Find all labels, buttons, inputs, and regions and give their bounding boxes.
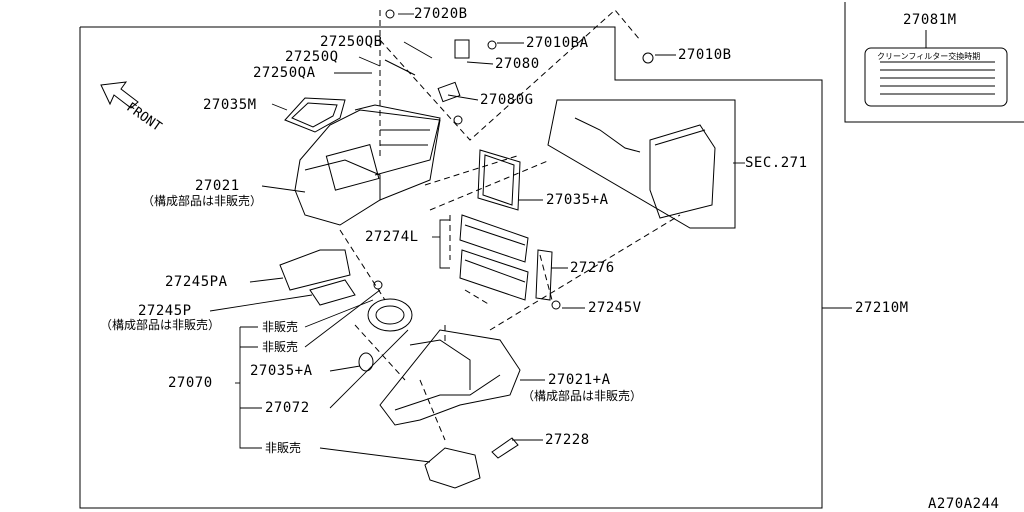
label-27020B: 27020B (414, 6, 468, 22)
label-27250QA: 27250QA (253, 65, 316, 81)
note-27245P: （構成部品は非販売） (100, 318, 221, 332)
label-27080: 27080 (495, 56, 540, 72)
not-for-sale-1: 非販売 (262, 320, 299, 334)
note-27021A: （構成部品は非販売） (522, 389, 643, 403)
label-27080G: 27080G (480, 92, 534, 108)
label-27021A: 27021+A (548, 372, 611, 388)
diagram-code: A270A244 (928, 496, 1000, 512)
label-27245PA: 27245PA (165, 274, 228, 290)
label-27210M: 27210M (855, 300, 909, 316)
sticker-text: クリーンフィルター交換時期 (877, 52, 981, 61)
front-arrow-icon (100, 81, 139, 109)
label-27035A: 27035+A (546, 192, 609, 208)
sticker-outline (864, 47, 1008, 107)
frame-outline (79, 26, 823, 509)
bolt-27010ba (487, 40, 497, 50)
label-27070: 27070 (168, 375, 213, 391)
note-27021: （構成部品は非販売） (142, 194, 263, 208)
label-27035M: 27035M (203, 97, 257, 113)
label-27010B: 27010B (678, 47, 732, 63)
label-27081M: 27081M (903, 12, 957, 28)
label-27072: 27072 (265, 400, 310, 416)
label-sec271: SEC.271 (745, 155, 808, 171)
label-27274L: 27274L (365, 229, 419, 245)
label-27250QB: 27250QB (320, 34, 383, 50)
label-27228: 27228 (545, 432, 590, 448)
blower-motor (424, 447, 481, 489)
label-27021: 27021 (195, 178, 240, 194)
not-for-sale-3: 非販売 (265, 441, 302, 455)
evaporator (649, 124, 716, 219)
filter-element-1 (459, 214, 529, 263)
label-27010BA: 27010BA (526, 35, 589, 51)
label-27276: 27276 (570, 260, 615, 276)
label-27250Q: 27250Q (285, 49, 339, 65)
label-27245P: 27245P (138, 303, 192, 319)
label-box (844, 2, 1024, 123)
seal-plate-p (309, 279, 356, 306)
screw-27020b (385, 9, 395, 19)
filter-frame (477, 149, 521, 211)
filter-frame-top (284, 97, 346, 133)
blower-fan (367, 298, 413, 332)
not-for-sale-2: 非販売 (262, 340, 299, 354)
lower-case (379, 329, 521, 426)
seal-plate-pa (279, 249, 351, 291)
label-27245V: 27245V (588, 300, 642, 316)
label-27035A-2: 27035+A (250, 363, 313, 379)
filter-cover (535, 249, 553, 301)
blower-case-upper (294, 109, 441, 226)
sec271-box (547, 99, 736, 229)
resistor (491, 437, 519, 459)
bolt-27010b (642, 52, 654, 64)
